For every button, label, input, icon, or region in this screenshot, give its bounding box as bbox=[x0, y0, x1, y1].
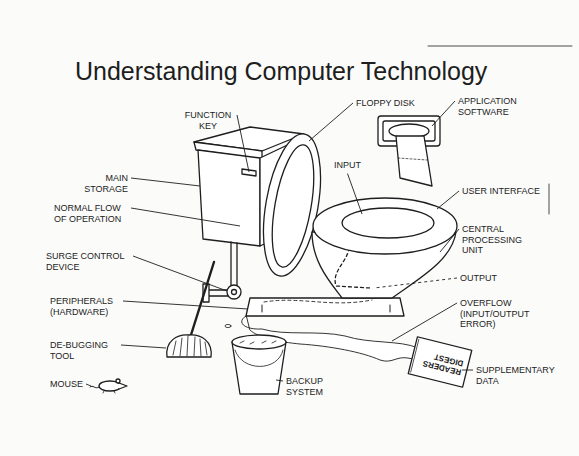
part-label: FLOPPY DISK bbox=[356, 98, 415, 109]
bucket bbox=[232, 342, 286, 394]
part-label: SURGE CONTROL DEVICE bbox=[46, 251, 130, 272]
leader-line bbox=[437, 191, 459, 209]
magazine-title: READERS DIGEST bbox=[416, 348, 465, 376]
part-label: NORMAL FLOW OF OPERATION bbox=[54, 203, 128, 224]
leader-line bbox=[131, 178, 200, 186]
bucket-contents bbox=[240, 341, 276, 344]
leader-line bbox=[123, 301, 248, 309]
bucket-rim bbox=[232, 335, 286, 349]
part-label: SUPPLEMENTARY DATA bbox=[476, 365, 562, 386]
part-label: OVERFLOW (INPUT/OUTPUT ERROR) bbox=[460, 298, 540, 330]
leader-line bbox=[348, 174, 363, 214]
leader-line bbox=[131, 208, 240, 226]
magazine-spine bbox=[411, 339, 419, 372]
trap-outline bbox=[264, 300, 372, 303]
leader-line bbox=[133, 256, 227, 291]
part-label: USER INTERFACE bbox=[462, 186, 540, 197]
part-label: OUTPUT bbox=[460, 273, 497, 284]
mouse-head bbox=[119, 383, 127, 389]
leader-line bbox=[462, 370, 473, 371]
base-bolts bbox=[262, 305, 390, 312]
leader-line bbox=[440, 229, 459, 252]
part-label: FUNCTION KEY bbox=[182, 110, 234, 131]
tank-front bbox=[198, 150, 260, 246]
part-label: BACKUP SYSTEM bbox=[286, 376, 330, 397]
plunger-hatch bbox=[173, 336, 207, 356]
plunger-handle bbox=[190, 262, 214, 338]
valve-knob bbox=[232, 290, 237, 295]
part-label: APPLICATION SOFTWARE bbox=[458, 96, 524, 117]
shutoff-valve bbox=[227, 285, 241, 299]
leader-line bbox=[86, 384, 91, 386]
seat-opening bbox=[342, 208, 434, 238]
mouse-ear bbox=[116, 379, 120, 383]
toilet-seat bbox=[313, 198, 457, 254]
part-label: PERIPHERALS (HARDWARE) bbox=[50, 296, 120, 317]
wall-pipe bbox=[208, 295, 228, 296]
part-label: MOUSE bbox=[50, 379, 83, 390]
mouse-tail bbox=[90, 386, 99, 388]
bucket-handle bbox=[235, 350, 283, 367]
magazine bbox=[408, 337, 472, 387]
top-rule bbox=[428, 46, 572, 47]
toilet-base bbox=[246, 298, 404, 316]
leader-line bbox=[121, 345, 166, 348]
leader-line bbox=[237, 115, 249, 172]
leader-line bbox=[309, 103, 353, 141]
leader-line bbox=[276, 380, 283, 381]
part-label: MAIN STORAGE bbox=[78, 173, 128, 194]
mouse-feet bbox=[103, 391, 115, 393]
part-label: DE-BUGGING TOOL bbox=[50, 340, 118, 361]
supply-pipe bbox=[236, 243, 237, 285]
water-drop bbox=[225, 324, 231, 327]
seat-lid-rim bbox=[265, 142, 322, 270]
leader-line bbox=[392, 303, 457, 341]
diagram-title: Understanding Computer Technology bbox=[75, 58, 487, 86]
leader-line bbox=[374, 278, 457, 288]
paper-perforation bbox=[398, 158, 427, 160]
scan-mark bbox=[549, 184, 550, 214]
leader-line bbox=[432, 101, 455, 126]
part-label: CENTRAL PROCESSING UNIT bbox=[462, 224, 528, 256]
supply-pipe bbox=[230, 242, 231, 285]
plunger-cup bbox=[167, 335, 211, 357]
part-label: INPUT bbox=[334, 160, 361, 171]
paper-sheet bbox=[396, 136, 432, 186]
